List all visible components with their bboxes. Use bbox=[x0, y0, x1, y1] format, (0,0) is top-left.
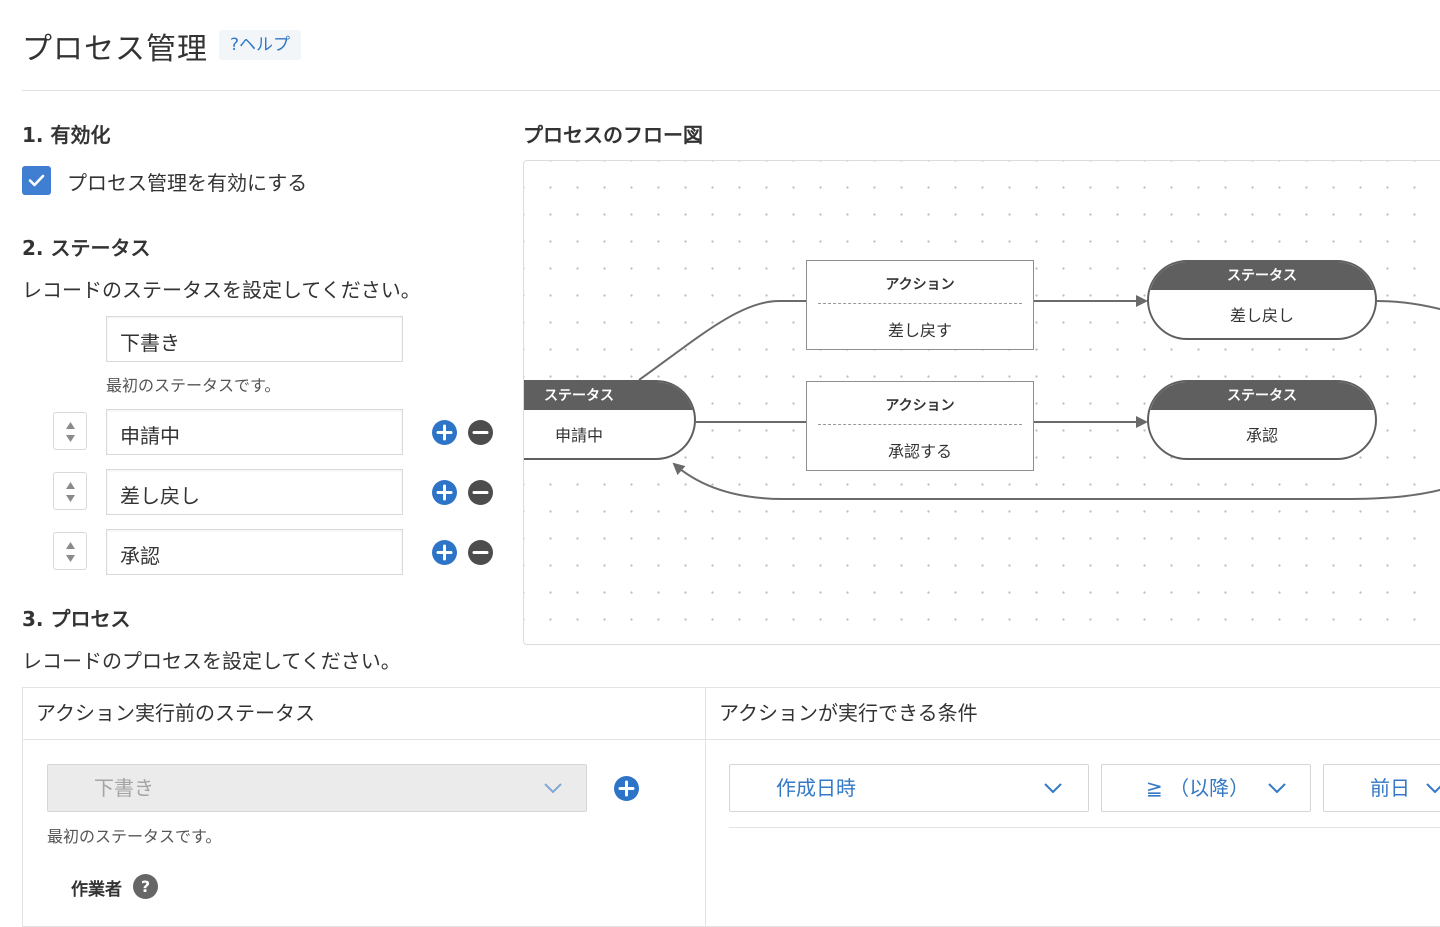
condition-operator-value: ≧ （以降） bbox=[1146, 776, 1250, 800]
condition-operator-select[interactable]: ≧ （以降） bbox=[1101, 764, 1311, 812]
minus-circle-icon bbox=[472, 551, 489, 554]
assignee-label: 作業者 bbox=[71, 880, 122, 900]
sort-arrows-icon bbox=[66, 542, 75, 562]
minus-circle-icon bbox=[472, 491, 489, 494]
flow-action-node[interactable]: アクション 承認する bbox=[806, 381, 1034, 471]
status-node-name: 承認 bbox=[1245, 426, 1278, 445]
flow-status-node[interactable]: ステータス 承認 bbox=[1147, 380, 1377, 460]
status-node-label: ステータス bbox=[524, 382, 694, 410]
header-divider bbox=[23, 739, 1440, 740]
section-heading-enable: 1. 有効化 bbox=[22, 123, 111, 147]
add-status-button[interactable] bbox=[432, 540, 457, 565]
add-status-button[interactable] bbox=[432, 480, 457, 505]
remove-status-button[interactable] bbox=[468, 540, 493, 565]
plus-circle-icon bbox=[436, 484, 453, 501]
header-divider bbox=[22, 90, 1440, 91]
condition-field-value: 作成日時 bbox=[776, 776, 856, 800]
first-status-input[interactable]: 下書き bbox=[106, 316, 403, 362]
sort-arrows-icon bbox=[66, 422, 75, 442]
status-input[interactable]: 差し戻し bbox=[106, 469, 403, 515]
remove-status-button[interactable] bbox=[468, 480, 493, 505]
column-divider bbox=[705, 688, 706, 926]
status-node-label: ステータス bbox=[1149, 382, 1375, 410]
reorder-handle[interactable] bbox=[53, 472, 87, 510]
process-description: レコードのプロセスを設定してください。 bbox=[22, 649, 401, 673]
check-icon bbox=[28, 174, 45, 187]
status-select[interactable]: 下書き bbox=[47, 764, 587, 812]
condition-value-select[interactable]: 前日 bbox=[1323, 764, 1440, 812]
status-node-name: 申請中 bbox=[555, 426, 604, 445]
sort-arrows-icon bbox=[66, 482, 75, 502]
section-heading-process: 3. プロセス bbox=[22, 607, 131, 631]
add-process-row-button[interactable] bbox=[614, 776, 639, 801]
flow-status-node-start[interactable]: ステータス 申請中 bbox=[524, 380, 696, 460]
remove-status-button[interactable] bbox=[468, 420, 493, 445]
chevron-down-icon bbox=[1426, 783, 1440, 794]
condition-divider bbox=[729, 827, 1440, 828]
column-header-status: アクション実行前のステータス bbox=[36, 701, 315, 725]
action-node-label: アクション bbox=[885, 277, 955, 293]
enable-process-label[interactable]: プロセス管理を有効にする bbox=[67, 171, 308, 195]
flow-heading: プロセスのフロー図 bbox=[523, 123, 703, 147]
chevron-down-icon bbox=[1268, 783, 1286, 794]
status-select-note: 最初のステータスです。 bbox=[47, 827, 222, 846]
flow-connectors bbox=[638, 295, 1440, 500]
plus-circle-icon bbox=[436, 424, 453, 441]
condition-value-text: 前日 bbox=[1370, 776, 1410, 800]
status-input[interactable]: 承認 bbox=[106, 529, 403, 575]
flow-action-node[interactable]: アクション 差し戻す bbox=[806, 260, 1034, 350]
connector-line bbox=[1376, 300, 1440, 311]
enable-process-checkbox[interactable] bbox=[22, 166, 51, 195]
process-table: アクション実行前のステータス アクションが実行できる条件 下書き 最初のステータ… bbox=[22, 687, 1440, 927]
action-node-name: 承認する bbox=[887, 442, 952, 461]
minus-circle-icon bbox=[472, 431, 489, 434]
connector-line bbox=[672, 462, 1440, 500]
status-select-value: 下書き bbox=[94, 776, 154, 800]
page-title: プロセス管理 bbox=[22, 32, 208, 67]
add-status-button[interactable] bbox=[432, 420, 457, 445]
status-node-name: 差し戻し bbox=[1229, 306, 1294, 325]
first-status-note: 最初のステータスです。 bbox=[106, 376, 281, 395]
flow-diagram: ステータス 申請中 アクション 差し戻す アクション 承認する ステータス 差し… bbox=[523, 160, 1440, 645]
action-node-divider bbox=[818, 424, 1022, 425]
section-heading-status: 2. ステータス bbox=[22, 236, 151, 260]
plus-circle-icon bbox=[436, 544, 453, 561]
column-header-condition: アクションが実行できる条件 bbox=[719, 701, 978, 725]
action-node-label: アクション bbox=[885, 398, 955, 414]
status-description: レコードのステータスを設定してください。 bbox=[22, 278, 421, 302]
connector-line bbox=[638, 300, 806, 381]
question-icon[interactable]: ? bbox=[133, 874, 158, 899]
plus-circle-icon bbox=[618, 780, 635, 797]
status-node-label: ステータス bbox=[1149, 262, 1375, 290]
help-link[interactable]: ?ヘルプ bbox=[219, 30, 302, 60]
chevron-down-icon bbox=[544, 783, 562, 794]
flow-status-node[interactable]: ステータス 差し戻し bbox=[1147, 260, 1377, 340]
reorder-handle[interactable] bbox=[53, 532, 87, 570]
chevron-down-icon bbox=[1044, 783, 1062, 794]
status-input[interactable]: 申請中 bbox=[106, 409, 403, 455]
action-node-divider bbox=[818, 303, 1022, 304]
condition-field-select[interactable]: 作成日時 bbox=[729, 764, 1089, 812]
action-node-name: 差し戻す bbox=[887, 321, 952, 340]
reorder-handle[interactable] bbox=[53, 412, 87, 450]
